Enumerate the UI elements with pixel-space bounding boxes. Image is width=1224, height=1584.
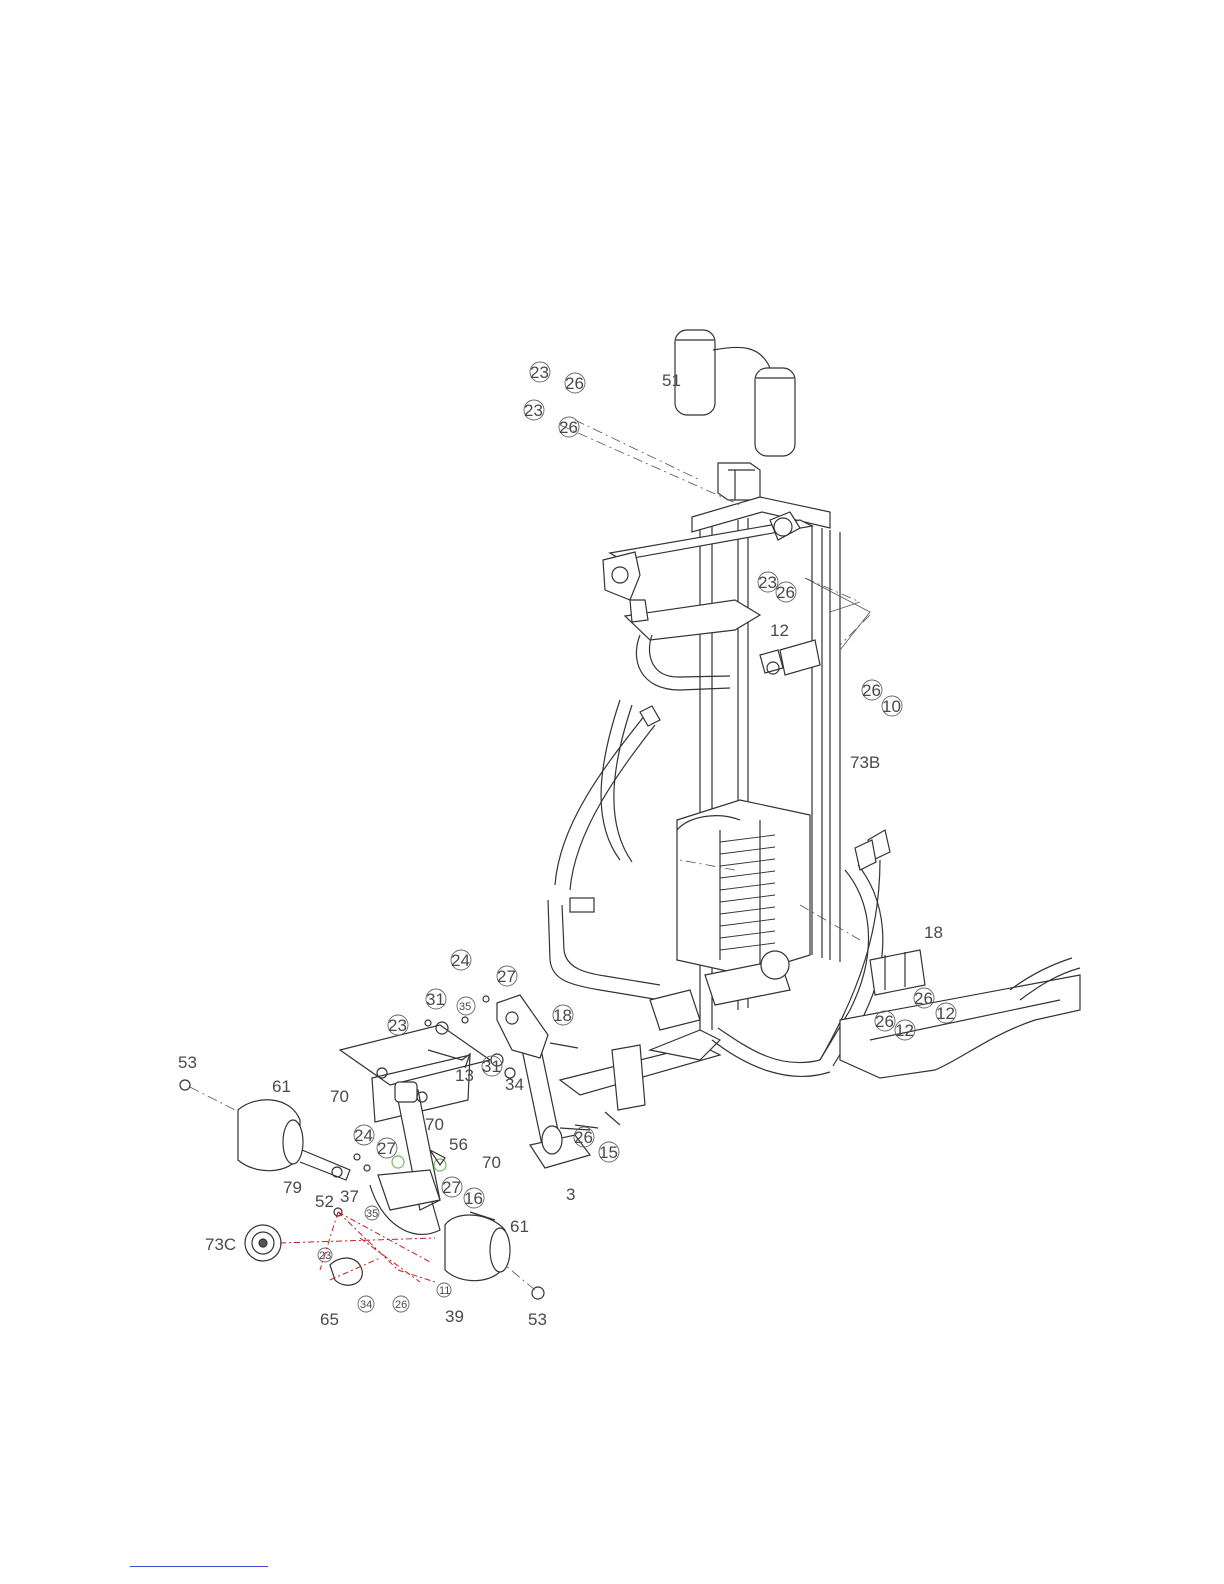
part-label: 27 — [497, 967, 516, 986]
part-label: 13 — [455, 1066, 474, 1085]
part-label: 26 — [862, 681, 881, 700]
leg-extension-assembly — [180, 995, 620, 1299]
part-label: 18 — [924, 923, 943, 942]
part-label: 27 — [377, 1139, 396, 1158]
part-labels: 23 26 12 26 10 73B 23 26 23 26 51 18 26 … — [178, 363, 955, 1329]
part-label: 23 — [758, 573, 777, 592]
part-label: 52 — [315, 1192, 334, 1211]
part-label: 56 — [449, 1135, 468, 1154]
part-label: 26 — [875, 1012, 894, 1031]
part-label: 53 — [528, 1310, 547, 1329]
part-label: 70 — [330, 1087, 349, 1106]
part-label: 24 — [451, 951, 470, 970]
part-label: 34 — [360, 1299, 372, 1311]
part-label: 26 — [574, 1128, 593, 1147]
part-label: 26 — [776, 583, 795, 602]
part-label: 31 — [426, 990, 445, 1009]
part-label: 34 — [505, 1075, 524, 1094]
part-label: 24 — [354, 1126, 373, 1145]
part-label: 11 — [439, 1285, 450, 1297]
part-label: 53 — [178, 1053, 197, 1072]
part-label: 65 — [320, 1310, 339, 1329]
part-label: 12 — [770, 621, 789, 640]
part-label: 23 — [524, 401, 543, 420]
part-label: 61 — [510, 1217, 529, 1236]
part-label: 35 — [459, 1001, 471, 1013]
part-label: 16 — [464, 1189, 483, 1208]
part-label: 61 — [272, 1077, 291, 1096]
part-label: 70 — [482, 1153, 501, 1172]
part-label: 27 — [442, 1178, 461, 1197]
part-label: 18 — [553, 1006, 572, 1025]
part-label: 26 — [914, 989, 933, 1008]
part-label: 10 — [882, 697, 901, 716]
part-label: 73C — [205, 1235, 236, 1254]
part-label: 26 — [395, 1299, 407, 1311]
part-label: 12 — [936, 1004, 955, 1023]
part-label: 31 — [482, 1057, 501, 1076]
part-label: 3 — [566, 1185, 575, 1204]
part-label: 12 — [895, 1021, 914, 1040]
part-label: 35 — [366, 1208, 378, 1220]
part-label: 15 — [599, 1143, 618, 1162]
part-label: 73B — [850, 753, 880, 772]
part-label: 39 — [445, 1307, 464, 1326]
footer-rule — [130, 1566, 268, 1567]
part-label: 26 — [559, 418, 578, 437]
main-tower — [548, 330, 1080, 1110]
part-label: 23 — [319, 1250, 331, 1262]
connector-lines — [805, 578, 870, 650]
part-label: 23 — [530, 363, 549, 382]
part-label: 37 — [340, 1187, 359, 1206]
part-label: 70 — [425, 1115, 444, 1134]
part-label: 79 — [283, 1178, 302, 1197]
part-label: 23 — [388, 1016, 407, 1035]
part-label: 26 — [565, 374, 584, 393]
part-label: 51 — [662, 371, 681, 390]
